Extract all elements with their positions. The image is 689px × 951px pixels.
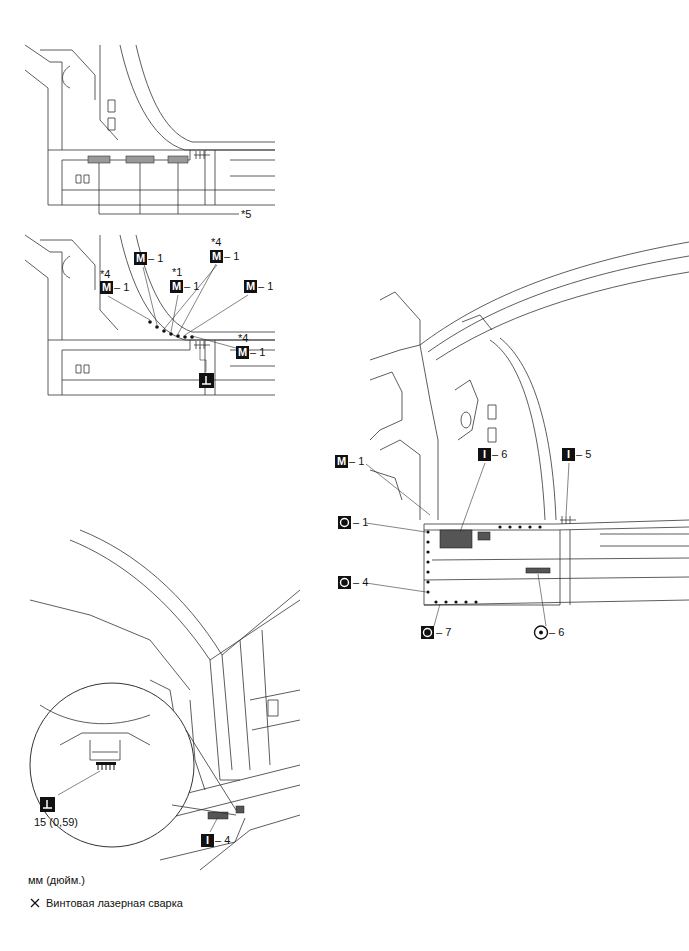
callout-label: – 1 [224, 250, 239, 263]
callout-label: – 1 [353, 516, 368, 529]
weld-type-letter: I [478, 448, 491, 461]
legend-text: Винтовая лазерная сварка [46, 897, 183, 910]
callout-label: – 1 [148, 252, 163, 265]
callout-label: *4 [100, 268, 110, 281]
callout-label: – 1 [114, 281, 129, 294]
callout-label: 15 (0,59) [34, 816, 78, 829]
weld-type-letter: M [134, 252, 147, 265]
callout-label: *4 [238, 332, 248, 345]
weld-type-letter: I [201, 834, 214, 847]
callout-label: *4 [211, 236, 221, 249]
weld-type-letter: M [335, 455, 348, 468]
callout-label: – 6 [549, 626, 564, 639]
callout-label: *1 [172, 266, 182, 279]
callout-label: – 4 [353, 576, 368, 589]
weld-type-letter: M [170, 280, 183, 293]
weld-type-letter: M [244, 280, 257, 293]
callout-label: – 5 [576, 448, 591, 461]
weld-type-letter: M [100, 281, 113, 294]
callout-label: – 1 [250, 346, 265, 359]
callout-label: – 7 [436, 626, 451, 639]
weld-type-letter: I [562, 448, 575, 461]
clamp-symbol [40, 797, 55, 812]
callout-label: – 4 [215, 834, 230, 847]
callout-label: – 1 [258, 280, 273, 293]
callout-label: – 1 [349, 455, 364, 468]
callout-label: – 6 [492, 448, 507, 461]
clamp-symbol [199, 373, 214, 388]
weld-type-letter: M [210, 250, 223, 263]
laser-weld-mark [31, 899, 39, 907]
spot-weld-symbol [338, 516, 548, 639]
callout-label: мм (дюйм.) [28, 874, 85, 887]
weld-type-letter: M [236, 346, 249, 359]
callout-label: – 1 [184, 280, 199, 293]
callout-label: *5 [241, 208, 251, 221]
